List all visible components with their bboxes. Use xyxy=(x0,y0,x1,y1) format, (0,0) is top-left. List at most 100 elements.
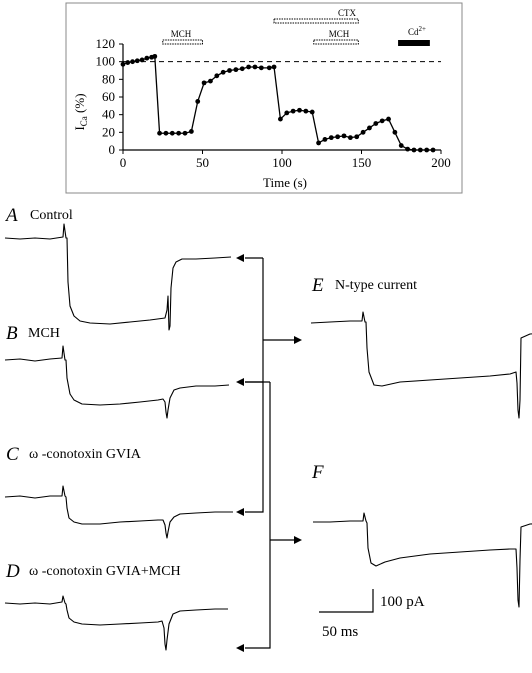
ctx-treatment-bar-1 xyxy=(273,18,359,24)
trace-n-type-current xyxy=(310,311,532,419)
ica-data-point xyxy=(379,118,385,124)
scale-bar-current-label: 100 pA xyxy=(380,594,425,610)
ica-data-point xyxy=(157,130,162,136)
ica-data-point xyxy=(239,66,245,72)
mch-treatment-bar-2 xyxy=(313,39,359,45)
ica-data-point xyxy=(188,129,194,134)
ica-data-point xyxy=(309,109,315,115)
trace-conotoxin xyxy=(4,485,233,539)
ica-data-point xyxy=(430,147,436,153)
ica-data-point xyxy=(392,129,398,135)
scale-bar-time-label: 50 ms xyxy=(322,624,358,640)
ica-data-point xyxy=(335,134,341,140)
panel-letter-e: E xyxy=(311,275,324,296)
scale-bar: 100 pA 50 ms xyxy=(319,589,425,640)
ica-data-point xyxy=(163,130,169,136)
mch-treatment-bar-0 xyxy=(162,39,203,45)
ica-data-point xyxy=(125,60,131,65)
ica-data-point xyxy=(284,110,290,116)
panel-title-d: ω -conotoxin GVIA+MCH xyxy=(29,564,181,579)
ica-data-point xyxy=(411,147,417,153)
ica-data-point xyxy=(130,59,135,65)
ica-data-point xyxy=(398,143,404,148)
arrow-head-to-f xyxy=(294,536,302,544)
ica-data-point xyxy=(208,78,213,84)
ica-data-point xyxy=(252,64,258,70)
ica-data-point xyxy=(220,69,226,75)
panel-letter-b: B xyxy=(6,323,18,344)
panel-letter-d: D xyxy=(5,561,20,582)
ica-data-point xyxy=(233,67,239,73)
ica-data-point xyxy=(258,65,264,71)
ica-data-point xyxy=(360,129,366,135)
arrow-head-to-e xyxy=(294,336,302,344)
connector-b-d xyxy=(245,382,271,649)
ica-series-line xyxy=(122,55,434,151)
ica-data-point xyxy=(405,146,411,152)
y-tick-label: 20 xyxy=(102,124,115,139)
panel-title-b: MCH xyxy=(28,326,60,341)
ica-data-point xyxy=(417,147,423,153)
ica-data-point xyxy=(316,140,321,146)
x-tick-label: 150 xyxy=(352,155,372,170)
x-tick-label: 100 xyxy=(272,155,292,170)
mch-bar-label-2: MCH xyxy=(329,29,350,39)
ica-data-point xyxy=(367,125,372,131)
y-tick-label: 80 xyxy=(102,71,115,86)
ica-data-point xyxy=(271,64,277,70)
ica-data-point xyxy=(297,107,302,113)
panel-title-e: N-type current xyxy=(335,278,417,293)
y-tick-label: 120 xyxy=(96,36,116,51)
cd-bar-label: Cd2+ xyxy=(408,25,426,37)
trace-mch xyxy=(4,345,230,419)
ica-data-point xyxy=(373,121,379,126)
ica-data-point xyxy=(120,61,126,67)
y-axis-label: ICa (%) xyxy=(72,93,89,130)
ica-data-point xyxy=(169,130,175,136)
ica-data-point xyxy=(176,130,182,136)
arrow-head-to-b xyxy=(236,378,244,386)
ica-data-point xyxy=(201,80,207,86)
ica-data-point xyxy=(347,135,353,141)
trace-f xyxy=(313,512,532,608)
ica-data-point xyxy=(182,130,188,136)
arrow-head-to-c xyxy=(236,508,244,516)
arrow-head-to-d xyxy=(236,644,244,652)
ica-data-point xyxy=(266,65,272,71)
x-axis-label: Time (s) xyxy=(263,175,307,190)
panel-title-c: ω -conotoxin GVIA xyxy=(29,447,142,462)
ica-data-point xyxy=(278,116,283,122)
ica-data-point xyxy=(424,147,430,153)
panel-title-a: Control xyxy=(30,208,73,223)
arrow-connectors xyxy=(236,254,302,652)
ica-data-point xyxy=(354,134,360,140)
ica-data-point xyxy=(322,137,328,142)
y-tick-label: 60 xyxy=(102,89,115,104)
inset-frame xyxy=(65,2,463,194)
ica-data-point xyxy=(246,64,252,70)
panel-letter-a: A xyxy=(4,205,18,226)
ica-data-point xyxy=(341,133,347,139)
ica-data-point xyxy=(139,57,145,63)
ica-data-point xyxy=(152,53,158,59)
ica-data-point xyxy=(134,58,140,64)
arrow-head-to-a xyxy=(236,254,244,262)
ica-data-point xyxy=(195,99,201,104)
ica-data-point xyxy=(386,116,391,122)
x-tick-label: 0 xyxy=(120,155,127,170)
mch-bar-label-1: MCH xyxy=(171,29,192,39)
x-tick-label: 200 xyxy=(431,155,451,170)
trace-control xyxy=(4,223,232,331)
y-tick-label: 0 xyxy=(109,142,116,157)
ica-data-point xyxy=(214,73,220,79)
cd-treatment-bar xyxy=(398,40,430,46)
ica-data-point xyxy=(144,55,150,61)
y-tick-label: 40 xyxy=(102,107,115,122)
panel-letter-c: C xyxy=(6,444,19,465)
ica-data-point xyxy=(290,108,296,114)
ctx-bar-label: CTX xyxy=(338,8,357,18)
ica-data-point xyxy=(227,68,232,73)
